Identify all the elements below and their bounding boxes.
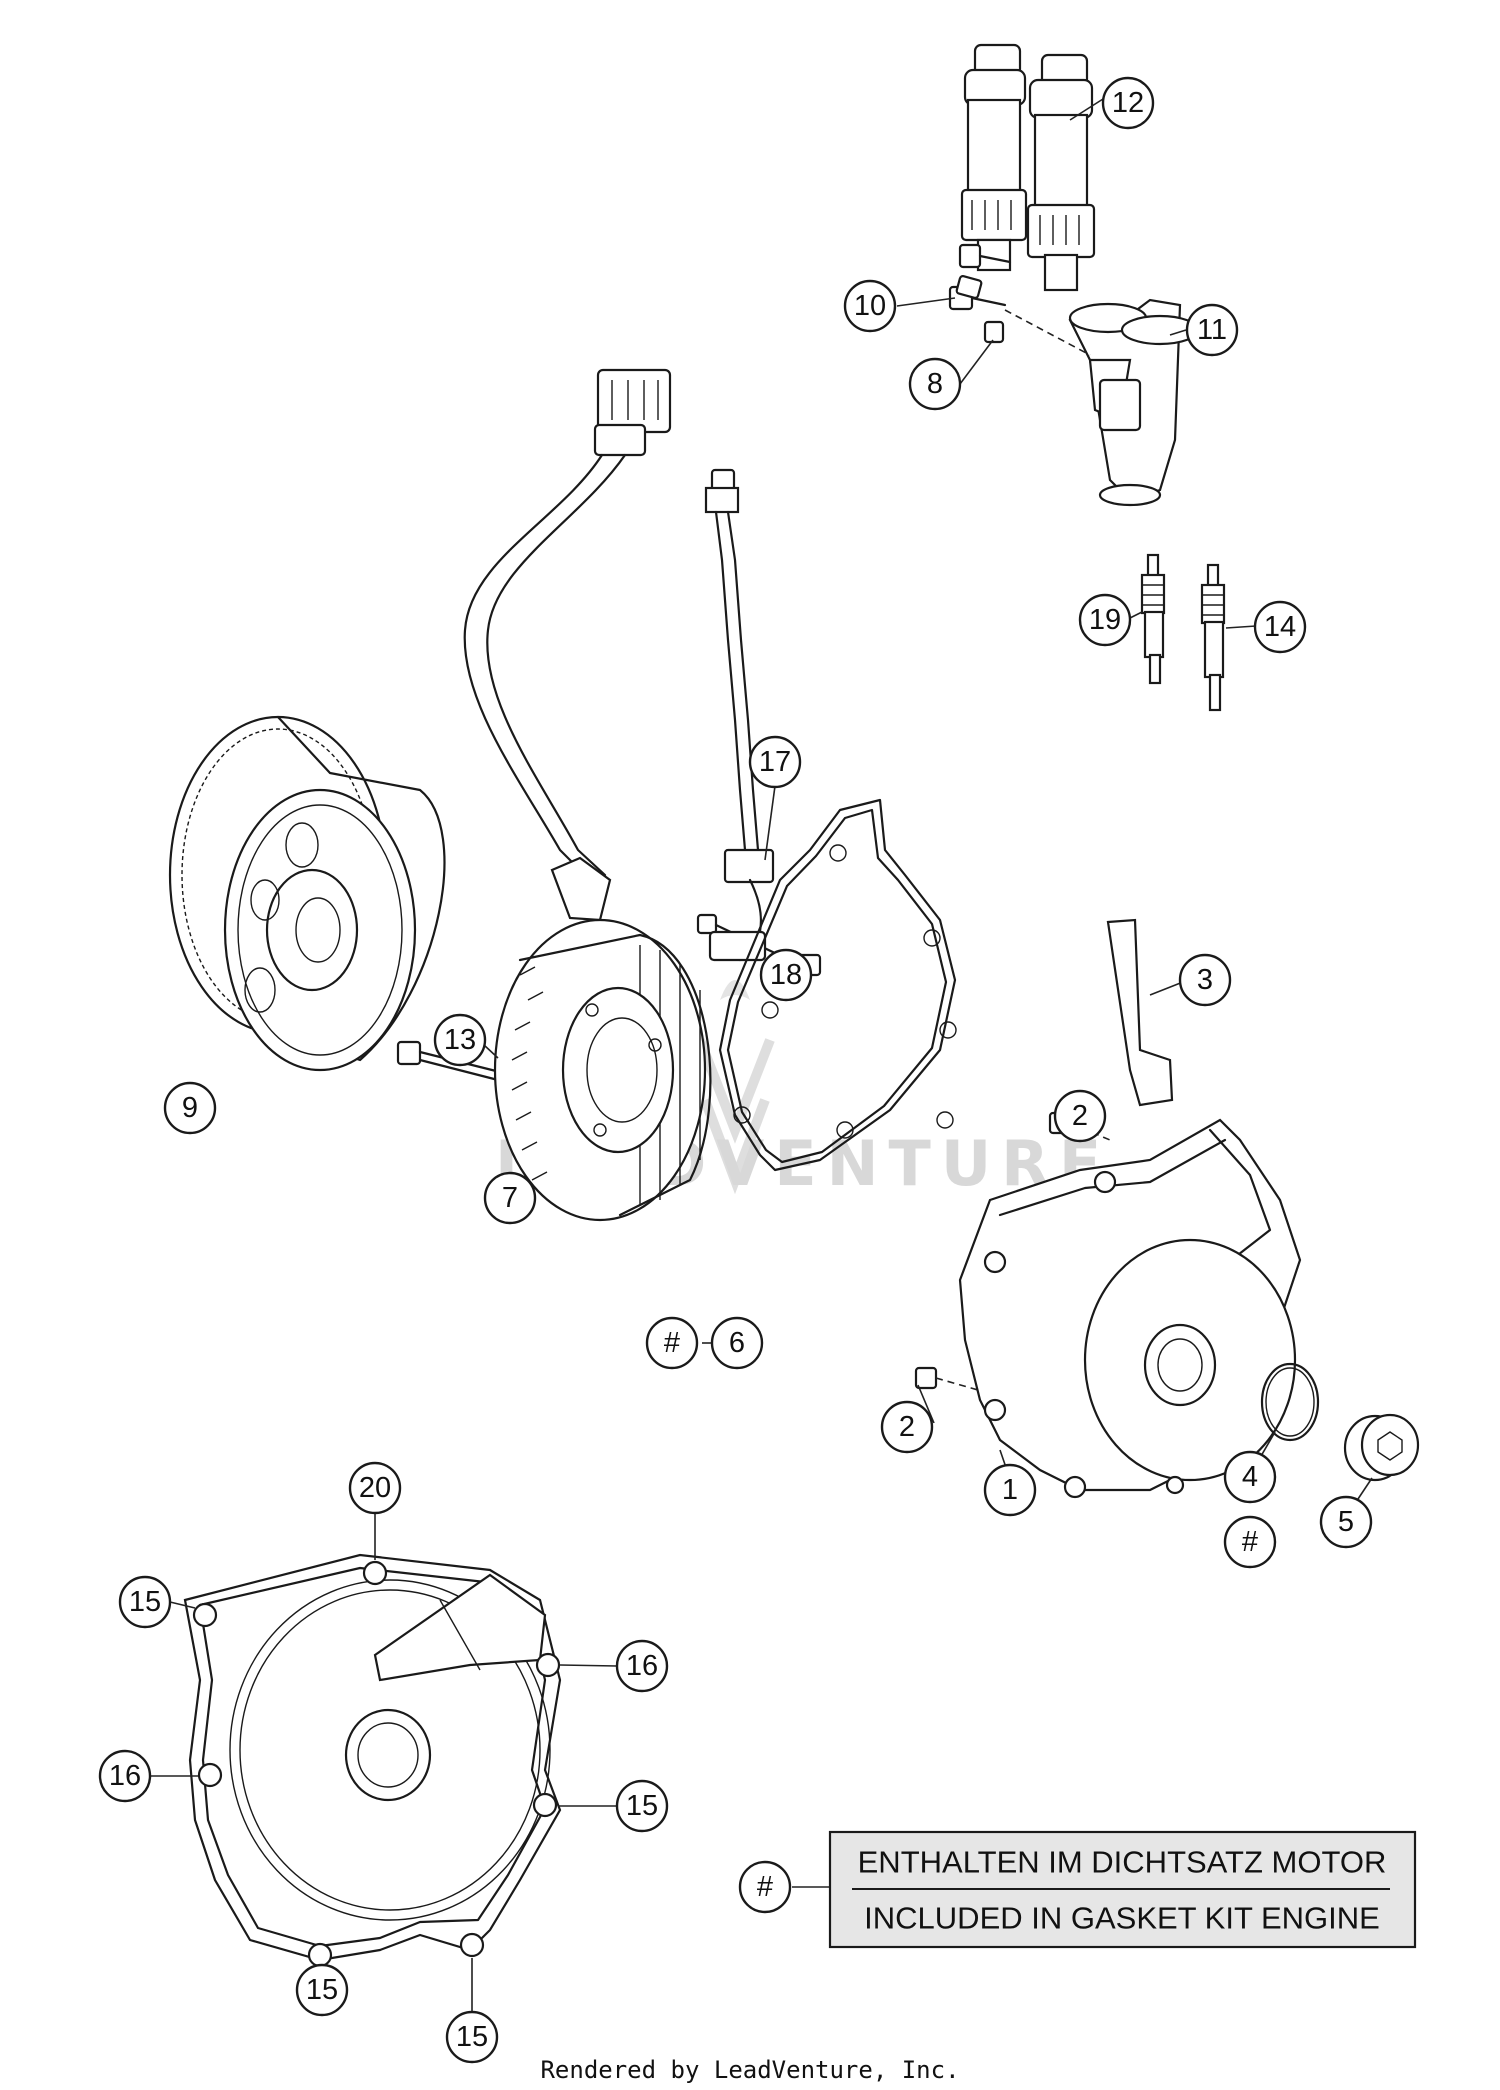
callout-2-lower: 2 bbox=[880, 1400, 934, 1454]
callout-4: 4 bbox=[1223, 1450, 1277, 1504]
svg-text:14: 14 bbox=[1264, 611, 1296, 643]
svg-text:15: 15 bbox=[306, 1974, 338, 2006]
callout-15-right: 15 bbox=[615, 1779, 669, 1833]
svg-text:18: 18 bbox=[770, 959, 802, 991]
callout-1: 1 bbox=[983, 1463, 1037, 1517]
svg-text:3: 3 bbox=[1197, 964, 1213, 996]
callout-13: 13 bbox=[433, 1013, 487, 1067]
svg-text:16: 16 bbox=[626, 1650, 658, 1682]
svg-text:#: # bbox=[757, 1871, 773, 1903]
legend-box: ENTHALTEN IM DICHTSATZ MOTOR INCLUDED IN… bbox=[828, 1830, 1417, 1949]
svg-text:15: 15 bbox=[626, 1790, 658, 1822]
sensor-cable-17 bbox=[704, 468, 775, 962]
callout-14: 14 bbox=[1253, 600, 1307, 654]
svg-text:6: 6 bbox=[729, 1327, 745, 1359]
callout-11: 11 bbox=[1185, 303, 1239, 357]
flywheel-9 bbox=[168, 715, 446, 1072]
callout-18: 18 bbox=[759, 948, 813, 1002]
svg-text:16: 16 bbox=[109, 1760, 141, 1792]
callout-15-bottom-left: 15 bbox=[295, 1963, 349, 2017]
svg-text:#: # bbox=[664, 1327, 680, 1359]
svg-text:15: 15 bbox=[129, 1586, 161, 1618]
legend-line-german: ENTHALTEN IM DICHTSATZ MOTOR bbox=[858, 1845, 1387, 1880]
svg-text:17: 17 bbox=[759, 746, 791, 778]
callout-19: 19 bbox=[1078, 593, 1132, 647]
svg-text:7: 7 bbox=[502, 1182, 518, 1214]
o-ring-4 bbox=[1260, 1362, 1320, 1442]
callout-12: 12 bbox=[1101, 76, 1155, 130]
callout-16-right: 16 bbox=[615, 1639, 669, 1693]
svg-text:4: 4 bbox=[1242, 1461, 1258, 1493]
callout-legend-hash: # bbox=[738, 1860, 792, 1914]
legend-line-english: INCLUDED IN GASKET KIT ENGINE bbox=[864, 1901, 1380, 1936]
svg-text:#: # bbox=[1242, 1526, 1258, 1558]
callout-16-left: 16 bbox=[98, 1749, 152, 1803]
callout-20: 20 bbox=[348, 1461, 402, 1515]
svg-text:8: 8 bbox=[927, 368, 943, 400]
callout-4-hash: # bbox=[1223, 1515, 1277, 1569]
svg-text:5: 5 bbox=[1338, 1506, 1354, 1538]
gasket-6 bbox=[718, 798, 957, 1172]
spark-plug-19 bbox=[1140, 553, 1166, 685]
callout-5: 5 bbox=[1319, 1495, 1373, 1549]
svg-text:1: 1 bbox=[1002, 1474, 1018, 1506]
callout-17: 17 bbox=[748, 735, 802, 789]
svg-text:11: 11 bbox=[1197, 314, 1227, 346]
callout-2-upper: 2 bbox=[1053, 1089, 1107, 1143]
callout-3: 3 bbox=[1178, 953, 1232, 1007]
stator-7 bbox=[493, 918, 712, 1222]
footer-credit: Rendered by LeadVenture, Inc. bbox=[540, 2056, 959, 2084]
spark-plug-14 bbox=[1200, 563, 1226, 712]
svg-text:10: 10 bbox=[854, 290, 886, 322]
callout-15-topleft: 15 bbox=[118, 1575, 172, 1629]
svg-text:12: 12 bbox=[1112, 87, 1144, 119]
svg-text:15: 15 bbox=[456, 2021, 488, 2053]
callout-10: 10 bbox=[843, 279, 897, 333]
assembled-cover bbox=[183, 1553, 562, 1968]
callout-6-hash: # bbox=[645, 1316, 699, 1370]
coil-bracket-11 bbox=[1068, 298, 1200, 507]
svg-text:19: 19 bbox=[1089, 604, 1121, 636]
callout-7: 7 bbox=[483, 1171, 537, 1225]
ignition-coil-12 bbox=[960, 43, 1096, 292]
callout-15-bottom-right: 15 bbox=[445, 2010, 499, 2064]
bracket-3 bbox=[1106, 918, 1174, 1107]
plug-5 bbox=[1343, 1413, 1420, 1482]
callout-6: 6 bbox=[710, 1316, 764, 1370]
ignition-cover-1 bbox=[958, 1118, 1302, 1499]
svg-text:2: 2 bbox=[899, 1411, 915, 1443]
svg-text:20: 20 bbox=[359, 1472, 391, 1504]
svg-text:9: 9 bbox=[182, 1092, 198, 1124]
callout-8: 8 bbox=[908, 357, 962, 411]
stator-harness bbox=[463, 368, 672, 922]
callout-9: 9 bbox=[163, 1081, 217, 1135]
washer-8 bbox=[955, 275, 1005, 344]
svg-text:2: 2 bbox=[1072, 1100, 1088, 1132]
svg-text:13: 13 bbox=[444, 1024, 476, 1056]
